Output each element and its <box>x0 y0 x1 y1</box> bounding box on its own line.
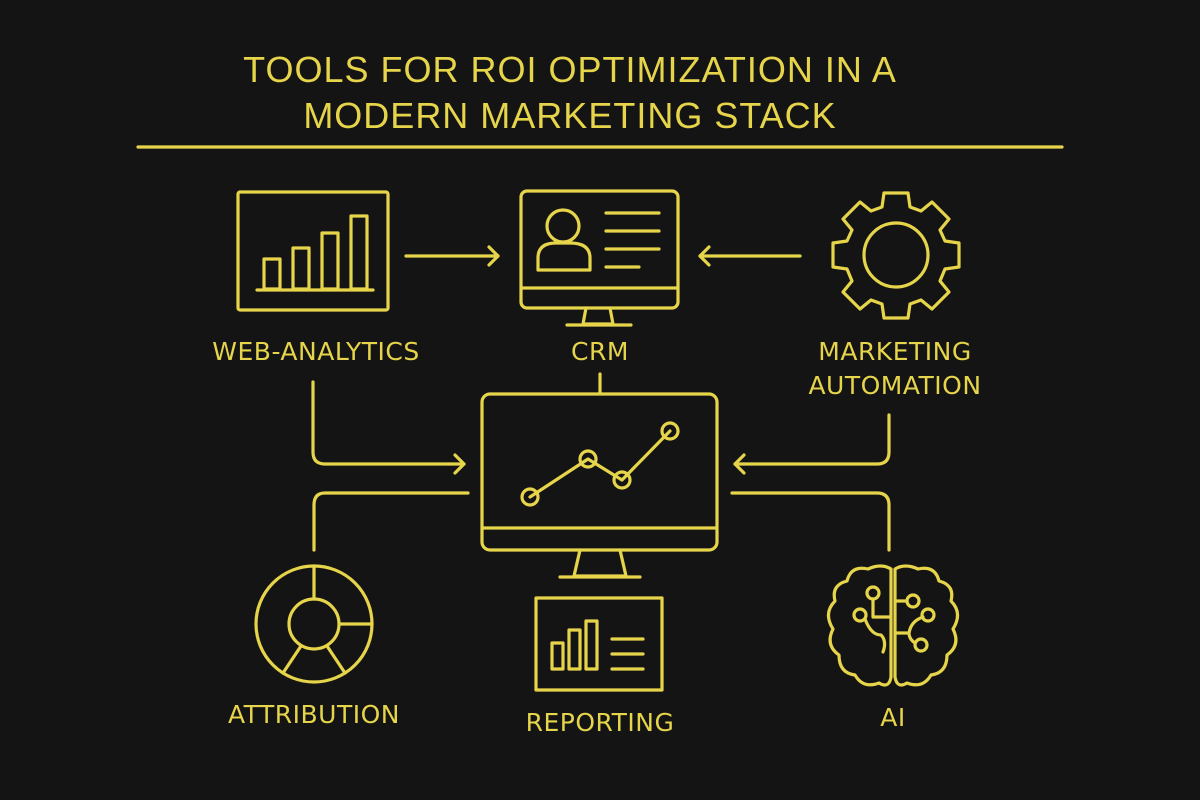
connector-hub-to-ai <box>730 491 891 552</box>
circuit-brain-icon <box>826 564 960 687</box>
attribution-label: ATTRIBUTION <box>228 700 400 729</box>
monitor-contact-card-icon <box>519 189 680 327</box>
connector-hub-to-attribution <box>312 491 470 552</box>
report-board-icon <box>534 596 664 692</box>
crm-label: CRM <box>571 337 629 366</box>
monitor-line-chart-icon <box>480 392 719 579</box>
bar-chart-frame-icon <box>236 190 390 312</box>
arrow-automation-to-hub <box>733 413 891 475</box>
diagram-title-line-2: MODERN MARKETING STACK <box>303 95 837 136</box>
diagram-title-line-1: TOOLS FOR ROI OPTIMIZATION IN A <box>243 49 897 90</box>
marketing-automation-label-line-2: AUTOMATION <box>808 371 982 400</box>
arrow-automation-to-crm <box>698 245 802 267</box>
marketing-automation-label-line-1: MARKETING <box>818 337 972 366</box>
donut-chart-icon <box>254 564 374 684</box>
arrow-web-analytics-to-hub <box>311 380 466 475</box>
gear-icon <box>831 191 961 320</box>
reporting-label: REPORTING <box>525 708 675 737</box>
web-analytics-label: WEB-ANALYTICS <box>212 337 420 366</box>
ai-label: AI <box>880 703 906 732</box>
arrow-web-analytics-to-crm <box>404 245 500 267</box>
